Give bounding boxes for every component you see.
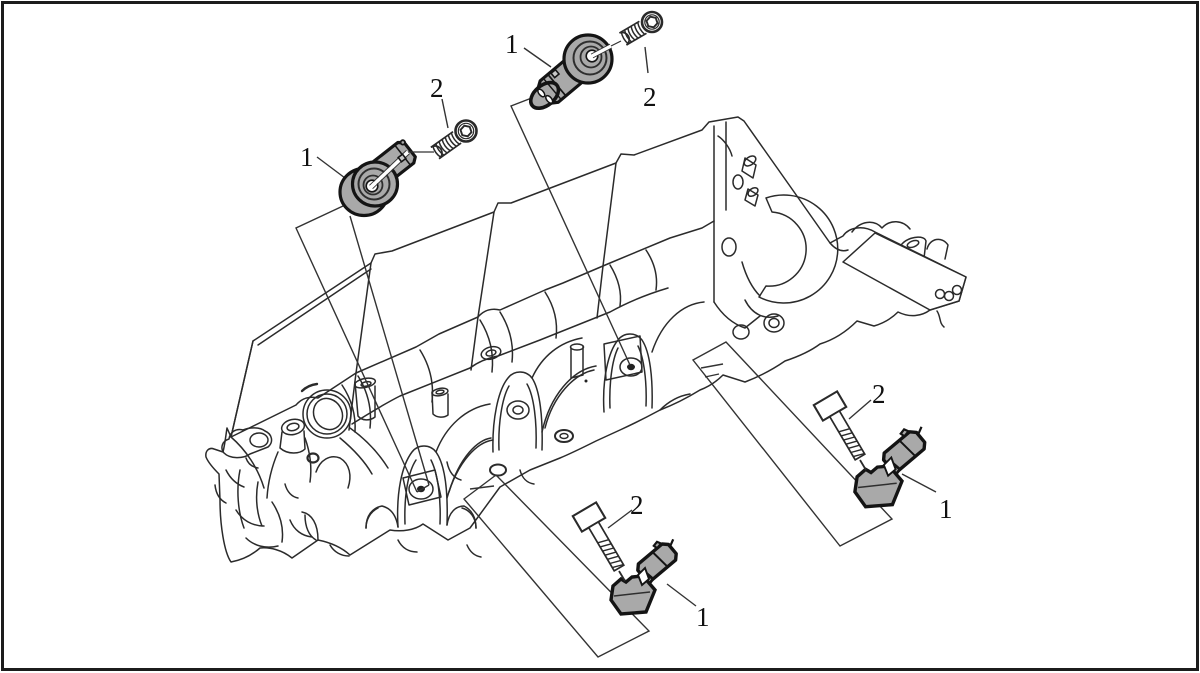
svg-text:2: 2	[872, 379, 886, 409]
svg-text:1: 1	[939, 494, 953, 524]
svg-text:2: 2	[643, 82, 657, 112]
svg-text:1: 1	[300, 142, 314, 172]
svg-text:2: 2	[630, 490, 644, 520]
svg-text:1: 1	[696, 602, 710, 632]
svg-text:1: 1	[505, 29, 519, 59]
svg-text:2: 2	[430, 73, 444, 103]
